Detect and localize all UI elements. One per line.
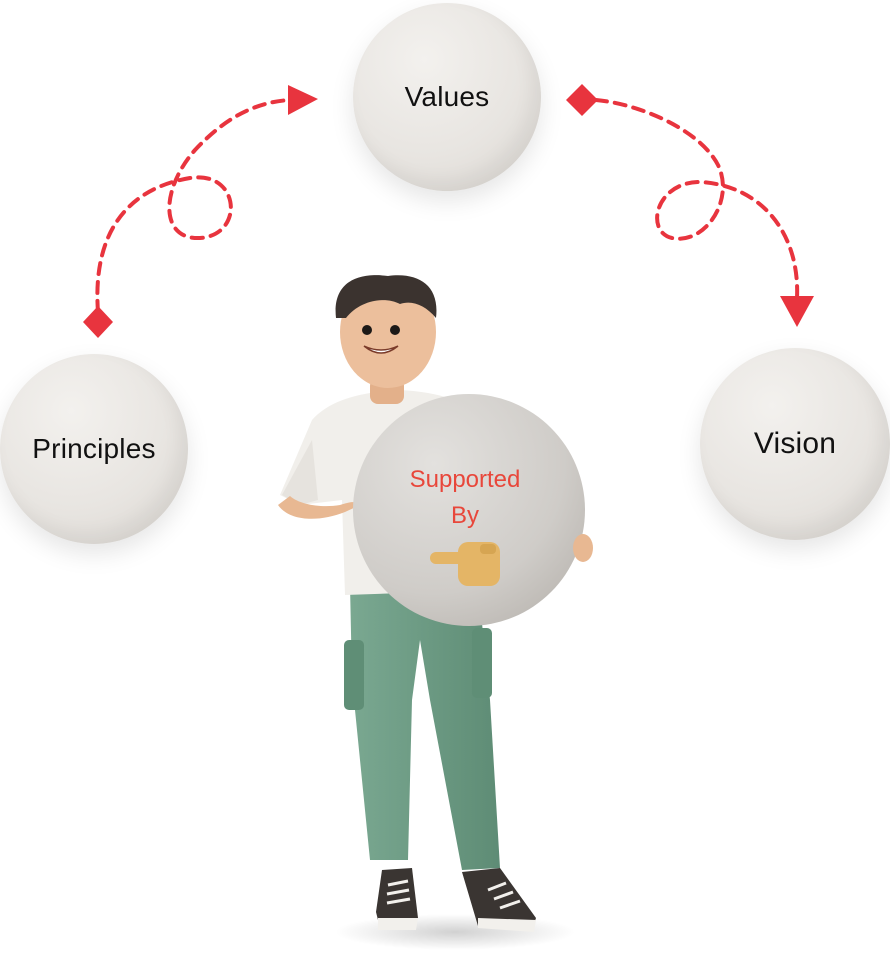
sign-text: Supported By <box>380 462 550 534</box>
pants <box>344 585 500 870</box>
ground-shadow <box>335 914 575 950</box>
shirt-sleeve <box>282 440 318 505</box>
shoes <box>376 868 536 932</box>
node-principles-label: Principles <box>32 433 156 464</box>
node-vision: Vision <box>700 348 890 540</box>
node-values: Values <box>353 3 541 191</box>
diamond-marker-values <box>566 84 598 116</box>
node-principles: Principles <box>0 354 188 544</box>
node-vision-label: Vision <box>753 427 837 460</box>
sign-text-line1: Supported <box>409 466 521 493</box>
sign-circle <box>353 394 585 626</box>
holding-hand <box>573 534 593 562</box>
node-values-label: Values <box>404 81 490 112</box>
sign-text-line2: By <box>450 502 479 529</box>
connector-principles-to-values <box>95 98 292 314</box>
pointing-hand-icon <box>430 542 500 586</box>
pointing-arm <box>278 496 358 519</box>
diamond-marker-principles <box>83 306 113 338</box>
head <box>335 275 437 388</box>
arrowhead-to-values <box>288 85 318 115</box>
arrowhead-to-vision <box>780 296 814 327</box>
connector-values-to-vision <box>594 98 800 300</box>
